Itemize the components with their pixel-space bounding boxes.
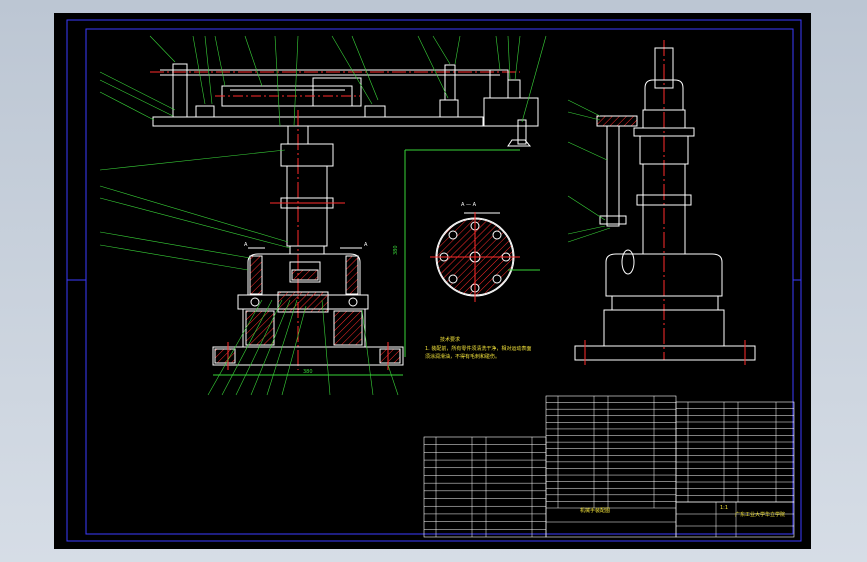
drawing-title: 机械手装配图 (580, 507, 610, 514)
dimension-vertical: 380 (393, 245, 399, 255)
technical-requirements: 技术要求 1. 装配前，所有零件须清洗干净，相对运动表面 须涂润滑油，不得有毛刺… (425, 336, 531, 360)
side-view (574, 40, 756, 365)
side-leaders (567, 99, 611, 243)
inner-frame (85, 28, 794, 535)
part-leaders (99, 35, 547, 396)
title-block: 机械手装配图 广东工业大学华立学院 1:1 (580, 505, 785, 518)
requirements-line-2: 须涂润滑油，不得有毛刺和碰伤。 (425, 353, 500, 360)
section-mark-left: A (244, 242, 248, 248)
section-title: A — A (461, 202, 477, 208)
front-view: A A 380 380 (150, 63, 539, 376)
section-mark-right: A (364, 242, 368, 248)
section-view: A — A (430, 202, 540, 302)
outer-frame (66, 19, 802, 542)
dimension-base: 380 (303, 369, 313, 375)
drawing-scale: 1:1 (720, 505, 728, 511)
parts-list (423, 395, 795, 538)
school-name: 广东工业大学华立学院 (735, 511, 785, 518)
drawing-sheet[interactable] (54, 13, 811, 549)
table-grid (424, 396, 794, 537)
requirements-line-1: 1. 装配前，所有零件须清洗干净，相对运动表面 (425, 345, 531, 352)
requirements-title: 技术要求 (440, 336, 460, 343)
